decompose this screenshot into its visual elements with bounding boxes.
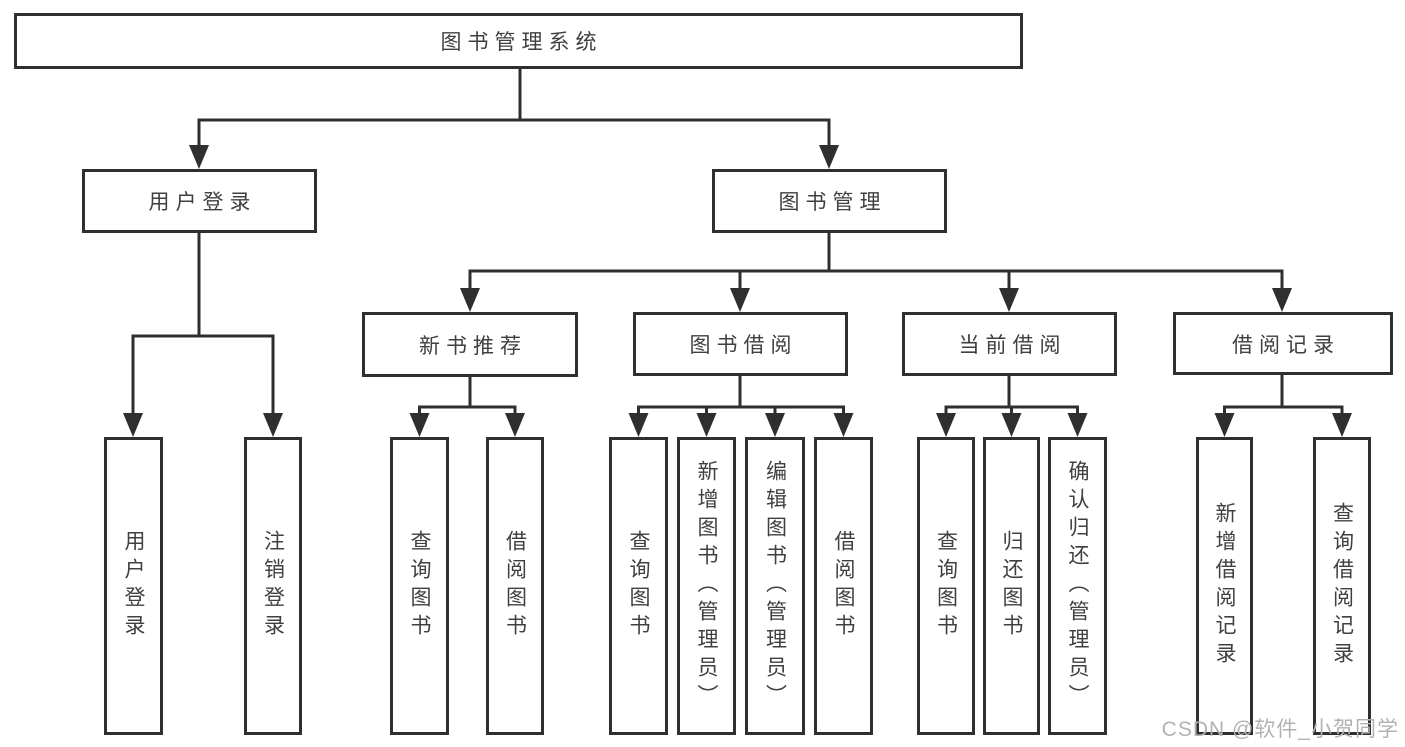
leaf-logout-login: 注销登录 [244,437,302,735]
node-root-system: 图书管理系统 [14,13,1023,69]
node-book-borrow: 图书借阅 [633,312,848,376]
leaf-return-books: 归还图书 [983,437,1040,735]
node-current-borrow: 当前借阅 [902,312,1117,376]
leaf-query-borrow-record: 查询借阅记录 [1313,437,1371,735]
leaf-add-borrow-record: 新增借阅记录 [1196,437,1253,735]
leaf-query-books-borrow: 查询图书 [609,437,668,735]
csdn-watermark: CSDN @软件_小贺同学 [1161,718,1399,741]
leaf-edit-books-admin: 编辑图书（管理员） [745,437,805,735]
node-book-management: 图书管理 [712,169,947,233]
leaf-query-books-current: 查询图书 [917,437,975,735]
leaf-borrow-books-borrow: 借阅图书 [814,437,873,735]
node-user-login: 用户登录 [82,169,317,233]
leaf-add-books-admin: 新增图书（管理员） [677,437,736,735]
leaf-confirm-return-admin: 确认归还（管理员） [1048,437,1107,735]
leaf-user-login: 用户登录 [104,437,163,735]
node-new-book-recommend: 新书推荐 [362,312,578,377]
node-borrow-records: 借阅记录 [1173,312,1393,375]
leaf-query-books-recommend: 查询图书 [390,437,449,735]
leaf-borrow-books-recommend: 借阅图书 [486,437,544,735]
